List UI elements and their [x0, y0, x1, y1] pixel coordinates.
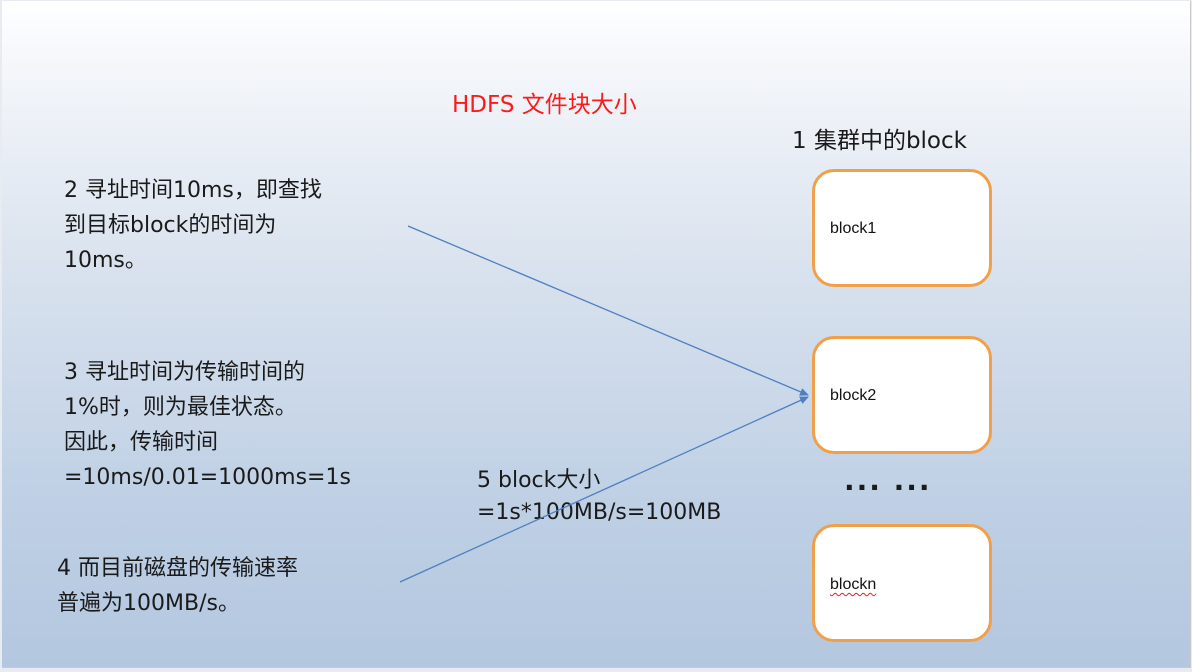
block-2-box: block2 — [812, 336, 992, 454]
block-n-box: blockn — [812, 524, 992, 642]
note-seek-time: 2 寻址时间10ms，即查找 到目标block的时间为 10ms。 — [64, 178, 322, 273]
note-disk-rate: 4 而目前磁盘的传输速率 普遍为100MB/s。 — [57, 556, 298, 616]
arrow-seek-to-block2 — [407, 225, 809, 396]
block-2-label: block2 — [830, 387, 877, 404]
cluster-label: 1 集群中的block — [792, 128, 967, 154]
note-transfer-time: 3 寻址时间为传输时间的 1%时，则为最佳状态。 因此，传输时间 =10ms/0… — [64, 360, 351, 490]
block-1-box: block1 — [812, 169, 992, 287]
note-block-size: 5 block大小 =1s*100MB/s=100MB — [477, 468, 722, 525]
slide-title: HDFS 文件块大小 — [452, 92, 637, 118]
ellipsis: ··· ··· — [844, 471, 932, 504]
block-1-label: block1 — [830, 220, 877, 237]
block-n-label: blockn — [830, 576, 877, 593]
